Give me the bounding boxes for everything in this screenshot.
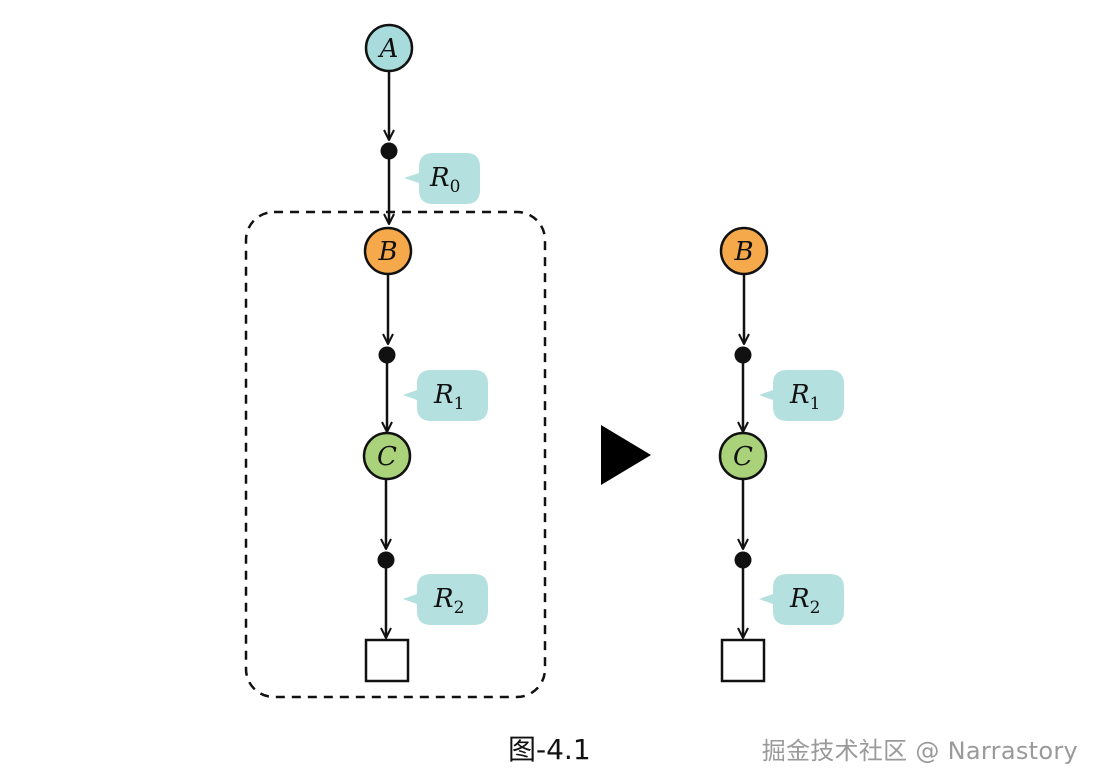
node-c-label: C — [377, 442, 397, 472]
rule-badge-r0-letter: R — [429, 163, 450, 193]
right-node-c: C — [718, 431, 768, 481]
terminal-node — [364, 638, 410, 683]
svg-text:R0: R0 — [429, 163, 460, 197]
rule-badge-r0: R0 — [404, 153, 480, 204]
rule-badge-r2-letter: R — [433, 584, 454, 614]
transform-arrow-icon — [601, 425, 651, 485]
figure-caption: 图-4.1 — [508, 733, 591, 766]
svg-text:R2: R2 — [433, 584, 464, 618]
node-c: C — [362, 431, 412, 481]
svg-text:R1: R1 — [433, 380, 464, 414]
watermark-text: 掘金技术社区 @ Narrastory — [761, 737, 1078, 765]
node-b-label: B — [377, 237, 397, 267]
rule-badge-r1-sub: 1 — [454, 394, 465, 414]
node-a: A — [364, 23, 414, 73]
rule-badge-r2-sub: 2 — [454, 598, 465, 618]
right-rule-badge-r2-letter: R — [789, 584, 810, 614]
right-rule-badge-r2-sub: 2 — [810, 598, 821, 618]
right-node-b-label: B — [733, 237, 753, 267]
svg-text:R2: R2 — [789, 584, 820, 618]
right-graph-edges — [737, 274, 750, 639]
rule-dot-r2 — [377, 551, 395, 569]
rule-badge-r2: R2 — [403, 574, 488, 625]
rule-dot-r0 — [380, 142, 398, 160]
right-node-c-label: C — [733, 442, 753, 472]
right-rule-badge-r1-sub: 1 — [810, 394, 821, 414]
right-rule-badge-r1-letter: R — [789, 380, 810, 410]
svg-text:R1: R1 — [789, 380, 820, 414]
right-terminal-node — [720, 638, 766, 683]
rule-dot-r1 — [378, 346, 396, 364]
rule-badge-r1: R1 — [403, 370, 488, 421]
rule-badge-r0-sub: 0 — [450, 177, 461, 197]
right-node-b: B — [719, 226, 769, 276]
right-rule-dot-r2 — [734, 551, 752, 569]
node-a-label: A — [378, 34, 399, 64]
rule-badge-r1-letter: R — [433, 380, 454, 410]
node-b: B — [363, 226, 413, 276]
right-rule-dot-r1 — [734, 346, 752, 364]
subgraph-selection-box — [244, 210, 547, 699]
right-rule-badge-r2: R2 — [759, 574, 844, 625]
left-graph-edges — [380, 72, 395, 639]
right-rule-badge-r1: R1 — [759, 370, 844, 421]
